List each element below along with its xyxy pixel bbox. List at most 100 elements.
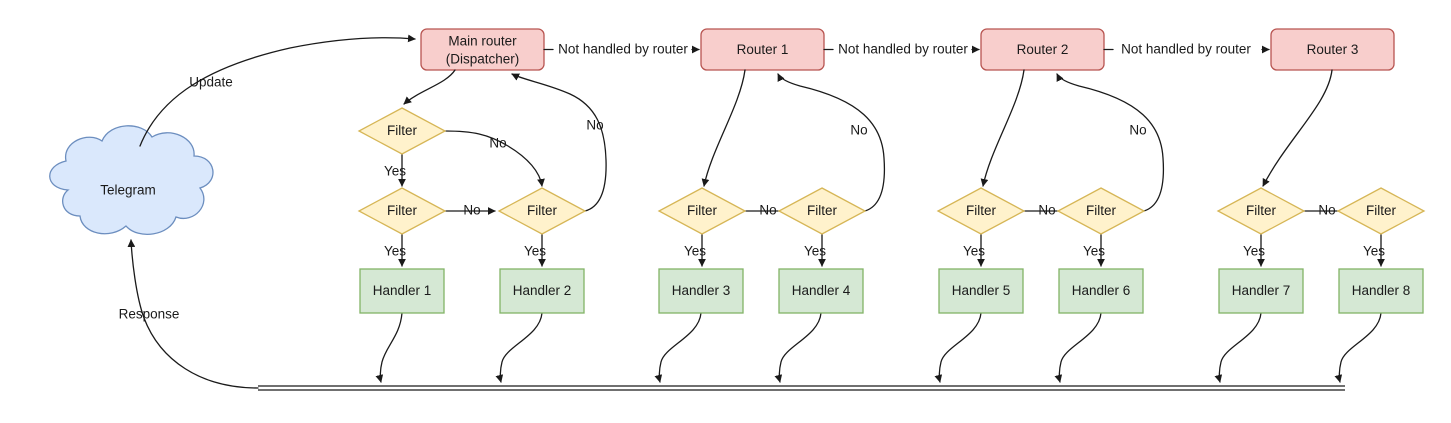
filter-filter-8[interactable]: Filter xyxy=(1336,187,1426,235)
handler-handler-1[interactable]: Handler 1 xyxy=(359,268,445,314)
handler-handler-1-box xyxy=(359,268,445,314)
handler-handler-6-box xyxy=(1058,268,1144,314)
handler-handler-5-box xyxy=(938,268,1024,314)
handler-handler-5[interactable]: Handler 5 xyxy=(938,268,1024,314)
edge-handler-6-to-bus xyxy=(1054,312,1102,383)
filter-filter-3[interactable]: Filter xyxy=(657,187,747,235)
filter-filter-4[interactable]: Filter xyxy=(777,187,867,235)
filter-filter-6-shape xyxy=(1056,187,1146,235)
router-main-router-label-line1: Main router xyxy=(448,34,517,49)
edge-filter-2-no-return xyxy=(511,73,607,212)
edge-handler-5-to-bus xyxy=(934,312,982,383)
no-label-mid-left: No xyxy=(463,203,480,218)
edge-not-handled-3: Not handled by router xyxy=(1103,42,1270,57)
no-label-mid-r2: No xyxy=(1038,203,1055,218)
cloud-label: Telegram xyxy=(100,183,156,198)
edge-filter-top-no xyxy=(444,130,545,187)
filter-filter-4-shape xyxy=(777,187,867,235)
handler-handler-7[interactable]: Handler 7 xyxy=(1218,268,1304,314)
handler-handler-6-label: Handler 6 xyxy=(1072,283,1131,298)
handler-handler-2[interactable]: Handler 2 xyxy=(499,268,585,314)
no-label-mid-r3: No xyxy=(1318,203,1335,218)
not-handled-label-1: Not handled by router xyxy=(558,42,688,57)
router-router-1[interactable]: Router 1 xyxy=(700,28,825,71)
edge-not-handled-1: Not handled by router xyxy=(543,42,700,57)
handler-handler-5-label: Handler 5 xyxy=(952,283,1011,298)
not-handled-label-2: Not handled by router xyxy=(838,42,968,57)
handler-handler-2-label: Handler 2 xyxy=(513,283,572,298)
edge-filter-4-no-return xyxy=(777,73,886,212)
yes-label-6: Yes xyxy=(1083,244,1105,259)
cloud-shape xyxy=(49,125,214,235)
edge-handler-2-to-bus xyxy=(495,312,543,383)
handler-handler-3-label: Handler 3 xyxy=(672,283,731,298)
filter-filter-5-shape xyxy=(936,187,1026,235)
filter-filter-top-left[interactable]: Filter xyxy=(357,107,447,155)
telegram-cloud[interactable]: Telegram xyxy=(49,125,214,235)
yes-label-1: Yes xyxy=(384,244,406,259)
edge-mainrouter-to-filter-top xyxy=(403,69,456,105)
filter-filter-2-shape xyxy=(497,187,587,235)
handler-handler-8-box xyxy=(1338,268,1424,314)
router-main-router-label-line2: (Dispatcher) xyxy=(446,52,520,67)
not-handled-label-3: Not handled by router xyxy=(1121,42,1251,57)
edge-router1-to-filter-3 xyxy=(701,69,746,187)
filter-filter-6[interactable]: Filter xyxy=(1056,187,1146,235)
yes-label-4: Yes xyxy=(804,244,826,259)
edge-response: Response xyxy=(119,239,259,389)
handler-handler-4[interactable]: Handler 4 xyxy=(778,268,864,314)
router-router-2[interactable]: Router 2 xyxy=(980,28,1105,71)
edge-filter-6-no-return xyxy=(1056,73,1165,212)
no-label-mid-r1: No xyxy=(759,203,776,218)
edge-handler-1-to-bus xyxy=(375,312,403,383)
router-router-3-label: Router 3 xyxy=(1307,42,1359,57)
handler-handler-7-box xyxy=(1218,268,1304,314)
filter-filter-1-shape xyxy=(357,187,447,235)
update-arrow xyxy=(139,34,416,147)
edge-not-handled-2: Not handled by router xyxy=(823,42,980,57)
edge-handler-3-to-bus xyxy=(654,312,702,383)
yes-label-2: Yes xyxy=(524,244,546,259)
yes-label-5: Yes xyxy=(963,244,985,259)
handler-handler-6[interactable]: Handler 6 xyxy=(1058,268,1144,314)
filter-filter-top-left-label: Filter xyxy=(387,123,418,138)
handler-handler-1-label: Handler 1 xyxy=(373,283,432,298)
edge-update: Update xyxy=(139,34,416,147)
handler-handler-7-label: Handler 7 xyxy=(1232,283,1291,298)
filter-filter-5[interactable]: Filter xyxy=(936,187,1026,235)
no-label-return-r2: No xyxy=(1129,123,1146,138)
filter-filter-8-shape xyxy=(1336,187,1426,235)
edge-handler-8-to-bus xyxy=(1334,312,1382,383)
filter-filter-7-label: Filter xyxy=(1246,203,1277,218)
yes-label-7: Yes xyxy=(1243,244,1265,259)
filter-filter-7-shape xyxy=(1216,187,1306,235)
no-label-return-r1: No xyxy=(850,123,867,138)
filter-filter-4-label: Filter xyxy=(807,203,838,218)
filter-filter-8-label: Filter xyxy=(1366,203,1397,218)
response-arrow xyxy=(127,239,259,389)
edge-router2-to-filter-5 xyxy=(980,69,1025,187)
filter-filter-2[interactable]: Filter xyxy=(497,187,587,235)
filter-filter-top-left-shape xyxy=(357,107,447,155)
handler-handler-4-label: Handler 4 xyxy=(792,283,851,298)
router-router-3[interactable]: Router 3 xyxy=(1270,28,1395,71)
router-main-router[interactable]: Main router (Dispatcher) xyxy=(420,28,545,71)
filter-filter-1[interactable]: Filter xyxy=(357,187,447,235)
filter-filter-2-label: Filter xyxy=(527,203,558,218)
response-bus xyxy=(258,385,1345,391)
yes-label-8: Yes xyxy=(1363,244,1385,259)
handler-handler-2-box xyxy=(499,268,585,314)
yes-label-3: Yes xyxy=(684,244,706,259)
no-label-top-left: No xyxy=(489,136,506,151)
router-router-2-label: Router 2 xyxy=(1017,42,1069,57)
handler-handler-3-box xyxy=(658,268,744,314)
filter-filter-3-label: Filter xyxy=(687,203,718,218)
handler-handler-8[interactable]: Handler 8 xyxy=(1338,268,1424,314)
filter-filter-1-label: Filter xyxy=(387,203,418,218)
handler-handler-3[interactable]: Handler 3 xyxy=(658,268,744,314)
filter-filter-7[interactable]: Filter xyxy=(1216,187,1306,235)
filter-filter-6-label: Filter xyxy=(1086,203,1117,218)
filter-filter-3-shape xyxy=(657,187,747,235)
no-label-return-left: No xyxy=(586,118,603,133)
